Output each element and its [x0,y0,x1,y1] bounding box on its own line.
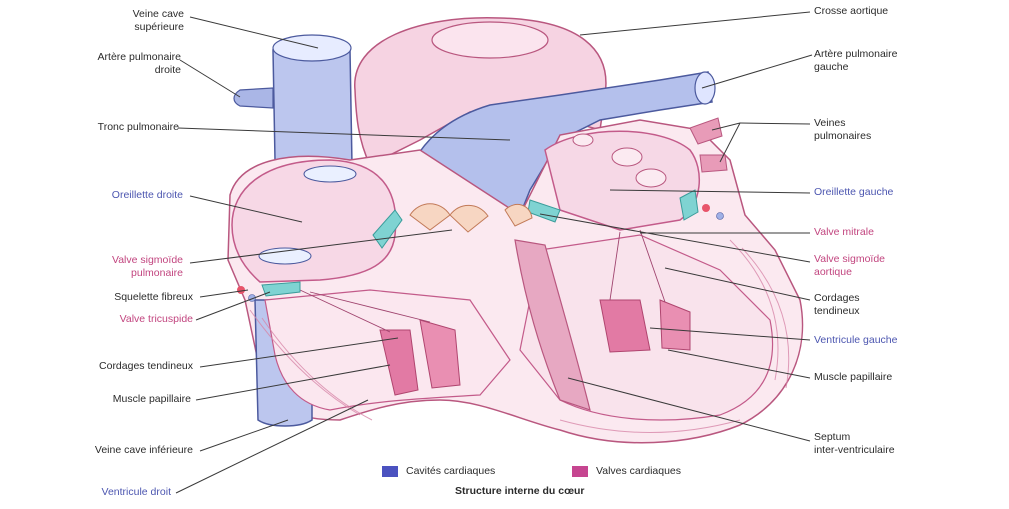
aorta-opening [432,22,548,58]
pulm-vein-opening-1 [612,148,642,166]
right-pulmonary-artery [234,88,273,108]
label-muscle-papillaire-right: Muscle papillaire [814,371,892,384]
fibrous-skeleton-dot-4 [717,213,724,220]
figure-caption: Structure interne du cœur [455,485,585,497]
legend-label-valves: Valves cardiaques [596,465,681,477]
label-artere-pulmonaire-gauche: Artère pulmonaire gauche [814,48,897,74]
pulm-vein-opening-2 [636,169,666,187]
ivc-inflow [259,248,311,264]
label-veines-pulmonaires: Veines pulmonaires [814,117,871,143]
label-tronc-pulmonaire: Tronc pulmonaire [98,121,179,134]
pulm-vein-opening-3 [573,134,593,146]
label-oreillette-droite: Oreillette droite [112,189,183,202]
label-crosse-aortique: Crosse aortique [814,5,888,18]
label-squelette-fibreux: Squelette fibreux [114,291,193,304]
pulmonary-vein-lower [700,155,727,172]
label-oreillette-gauche: Oreillette gauche [814,186,893,199]
fibrous-skeleton-dot-1 [237,286,245,294]
legend-swatch-cavites [382,466,398,477]
left-pa-opening [695,72,715,104]
label-muscle-papillaire-left: Muscle papillaire [113,393,191,406]
label-ventricule-gauche: Ventricule gauche [814,334,897,347]
fibrous-skeleton-dot-3 [702,204,710,212]
label-veine-cave-superieure: Veine cave supérieure [133,8,184,34]
label-septum-interventriculaire: Septum inter-ventriculaire [814,431,895,457]
label-artere-pulmonaire-droite: Artère pulmonaire droite [98,51,181,77]
legend-swatch-valves [572,466,588,477]
label-valve-mitrale: Valve mitrale [814,226,874,239]
label-ventricule-droit: Ventricule droit [102,486,171,499]
svc-inflow [304,166,356,182]
label-cordages-tendineux-left: Cordages tendineux [99,360,193,373]
label-valve-sigmoide-aortique: Valve sigmoïde aortique [814,253,885,279]
label-veine-cave-inferieure: Veine cave inférieure [95,444,193,457]
svc-opening [273,35,351,61]
superior-vena-cava [273,50,352,170]
legend-label-cavites: Cavités cardiaques [406,465,495,477]
label-valve-tricuspide: Valve tricuspide [120,313,193,326]
label-valve-sigmoide-pulmonaire: Valve sigmoïde pulmonaire [112,254,183,280]
label-cordages-tendineux-right: Cordages tendineux [814,292,860,318]
